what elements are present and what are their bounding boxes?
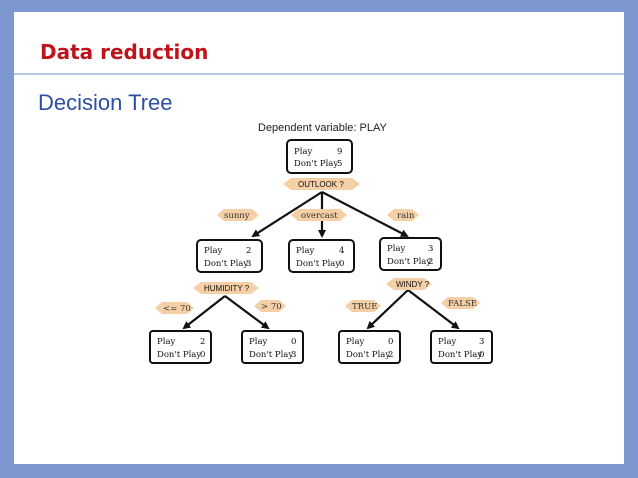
- node-play-count: 9: [337, 147, 342, 157]
- svg-text:WINDY ?: WINDY ?: [396, 280, 430, 289]
- slide-subtitle: Decision Tree: [38, 90, 173, 115]
- root-node: Play 9 Don't Play 5: [286, 139, 353, 174]
- edge-label-gt70: > 70: [254, 300, 286, 312]
- leaf-node: Play 0 Don't Play 3: [241, 330, 304, 364]
- node-dontplay-label: Don't Play: [387, 257, 431, 267]
- node-play-label: Play: [387, 244, 406, 254]
- title-bar: [14, 12, 624, 74]
- node-dontplay-label: Don't Play: [346, 350, 390, 360]
- node-dontplay-count: 3: [246, 259, 251, 269]
- node-dontplay-count: 5: [337, 159, 342, 169]
- svg-text:overcast: overcast: [301, 211, 338, 221]
- edge-label-false: FALSE: [441, 297, 480, 309]
- leaf-node: Play 0 Don't Play 2: [338, 330, 401, 364]
- node-play-label: Play: [296, 246, 315, 256]
- edge-gt70-line: [224, 295, 270, 330]
- slide-title: Data reduction: [40, 40, 209, 64]
- outlook-split-label: OUTLOOK ?: [283, 178, 360, 190]
- windy-split-label: WINDY ?: [386, 278, 432, 290]
- node-dontplay-count: 3: [291, 350, 296, 360]
- svg-text:OUTLOOK ?: OUTLOOK ?: [298, 180, 344, 189]
- edge-label-rain: rain: [387, 209, 419, 221]
- node-play-count: 0: [388, 337, 393, 347]
- svg-text:FALSE: FALSE: [448, 299, 477, 309]
- svg-text:> 70: > 70: [261, 302, 282, 312]
- svg-text:HUMIDITY ?: HUMIDITY ?: [204, 284, 250, 293]
- node-play-label: Play: [346, 337, 365, 347]
- node-dontplay-count: 0: [479, 350, 484, 360]
- edge-label-overcast: overcast: [291, 209, 347, 221]
- node-dontplay-label: Don't Play: [204, 259, 248, 269]
- edge-le70-line: [182, 295, 226, 330]
- node-play-count: 4: [339, 246, 344, 256]
- edge-sunny-line: [251, 191, 323, 238]
- node-play-label: Play: [249, 337, 268, 347]
- node-dontplay-label: Don't Play: [249, 350, 293, 360]
- node-play-label: Play: [157, 337, 176, 347]
- node-dontplay-label: Don't Play: [157, 350, 201, 360]
- humidity-split-label: HUMIDITY ?: [193, 282, 259, 294]
- sunny-node: Play 2 Don't Play 3: [196, 239, 263, 273]
- edge-label-le70: <= 70: [155, 302, 194, 314]
- node-play-label: Play: [294, 147, 313, 157]
- node-play-count: 2: [246, 246, 251, 256]
- edge-rain-line: [321, 191, 409, 237]
- node-play-count: 2: [200, 337, 205, 347]
- node-dontplay-count: 0: [200, 350, 205, 360]
- slide-content-area: [14, 12, 624, 464]
- node-dontplay-label: Don't Play: [296, 259, 340, 269]
- node-play-count: 3: [479, 337, 484, 347]
- node-dontplay-label: Don't Play: [294, 159, 338, 169]
- svg-text:sunny: sunny: [224, 211, 250, 221]
- node-dontplay-count: 2: [388, 350, 393, 360]
- svg-text:rain: rain: [397, 211, 415, 221]
- overcast-node: Play 4 Don't Play 0: [288, 239, 355, 273]
- node-dontplay-count: 2: [428, 257, 433, 267]
- node-play-count: 0: [291, 337, 296, 347]
- edge-label-sunny: sunny: [217, 209, 259, 221]
- svg-text:<= 70: <= 70: [163, 304, 191, 314]
- edge-false-line: [407, 289, 460, 330]
- node-play-label: Play: [438, 337, 457, 347]
- node-play-label: Play: [204, 246, 223, 256]
- edge-true-line: [366, 289, 409, 330]
- node-dontplay-count: 0: [339, 259, 344, 269]
- node-play-count: 3: [428, 244, 433, 254]
- svg-text:TRUE: TRUE: [352, 302, 377, 312]
- node-dontplay-label: Don't Play: [438, 350, 482, 360]
- title-divider: [14, 73, 624, 75]
- edge-label-true: TRUE: [345, 300, 381, 312]
- rain-node: Play 3 Don't Play 2: [379, 237, 442, 271]
- tree-header: Dependent variable: PLAY: [258, 122, 387, 134]
- leaf-node: Play 2 Don't Play 0: [149, 330, 212, 364]
- leaf-node: Play 3 Don't Play 0: [430, 330, 493, 364]
